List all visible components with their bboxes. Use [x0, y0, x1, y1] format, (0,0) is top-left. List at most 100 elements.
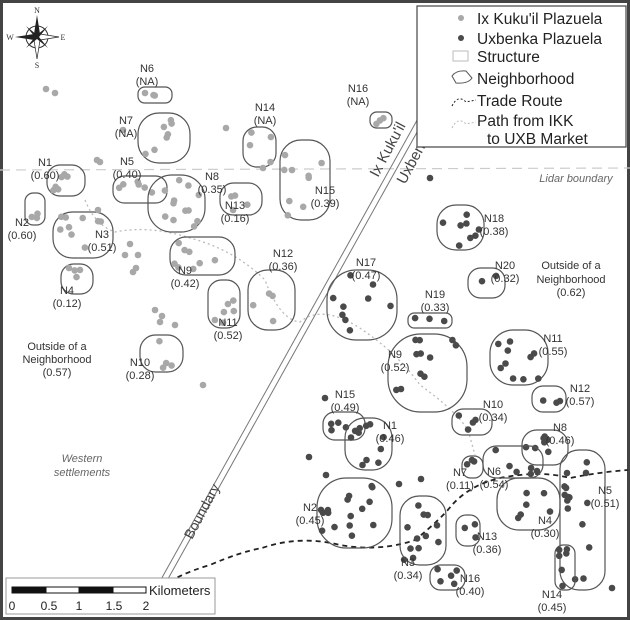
uxb-plazuela-dot	[426, 315, 433, 323]
ikk-plazuela-dot	[115, 184, 123, 192]
uxb-plazuela-dot	[506, 462, 513, 470]
ikk-neighborhood-name: N16	[348, 83, 368, 95]
uxb-plazuela-dot	[585, 544, 593, 551]
uxb-plazuela-dot	[347, 272, 354, 279]
uxb-plazuela-dot	[347, 512, 355, 520]
uxb-plazuela-dot	[509, 375, 517, 382]
legend-neighborhood: Neighborhood	[477, 71, 574, 88]
uxb-plazuela-dot	[415, 544, 422, 552]
ikk-neighborhood-value: (0.36)	[269, 261, 298, 273]
uxb-plazuela-dot	[583, 459, 591, 466]
structure-symbol-icon	[452, 50, 469, 62]
outside-value: (0.62)	[557, 287, 586, 299]
ikk-plazuela-dot	[76, 266, 84, 274]
uxb-plazuela-dot	[464, 426, 472, 433]
ikk-plazuela-dot	[230, 297, 237, 304]
uxb-plazuela-dot	[321, 394, 329, 402]
ikk-plazuela-dot	[156, 318, 164, 326]
ikk-neighborhood-value: (NA)	[136, 76, 159, 88]
uxb-plazuela-dot	[380, 433, 387, 441]
uxb-plazuela-dot	[506, 338, 514, 345]
ikk-neighborhood-name: N8	[205, 171, 219, 183]
uxb-neighborhood-name: N7	[453, 467, 467, 479]
uxb-neighborhood-outline	[399, 495, 447, 566]
uxb-neighborhood-outline	[467, 267, 506, 299]
uxb-plazuela-dot	[455, 412, 463, 419]
ikk-plazuela-dot	[181, 246, 188, 254]
outside-line-2: Neighborhood	[536, 274, 605, 286]
uxb-neighborhood-value: (0.52)	[381, 362, 410, 374]
uxb-neighborhood-value: (0.45)	[296, 515, 325, 527]
uxb-neighborhood-outline	[531, 385, 567, 413]
uxb-plazuela-dot	[377, 445, 385, 453]
site-boundary-line	[153, 87, 436, 593]
lidar-boundary-line	[0, 167, 630, 171]
uxb-neighborhood-name: N6	[487, 466, 501, 478]
uxb-neighborhood-name: N12	[570, 383, 590, 395]
ikk-plazuela-dot	[194, 217, 201, 225]
uxb-plazuela-dot	[455, 242, 463, 249]
ikk-neighborhood-value: (0.42)	[171, 278, 200, 290]
uxb-plazuela-dot	[467, 234, 474, 242]
uxb-plazuela-dot	[523, 501, 530, 509]
uxb-neighborhood-outline	[387, 333, 468, 413]
uxb-plazuela-dot	[355, 429, 363, 437]
uxb-plazuela-dot	[346, 327, 354, 334]
ikk-neighborhood-outline	[219, 182, 263, 216]
uxb-plazuela-dot	[424, 511, 432, 519]
ikk-neighborhood-outline	[207, 279, 241, 329]
ikk-neighborhood-name: N4	[60, 285, 74, 297]
uxb-neighborhood-value: (0.11)	[446, 480, 474, 492]
ikk-plazuela-dot	[171, 321, 179, 329]
ikk-neighborhood-name: N1	[38, 157, 52, 169]
ikk-neighborhood-value: (0.12)	[53, 298, 82, 310]
ikk-neighborhood-value: (NA)	[347, 96, 370, 108]
uxb-plazuela-dot	[523, 489, 530, 497]
uxb-plazuela-dot	[564, 494, 572, 501]
uxb-neighborhood-value: (0.47)	[352, 270, 381, 282]
scale-tick: 0.5	[41, 599, 58, 613]
uxb-neighborhood-name: N3	[401, 557, 415, 569]
uxb-plazuela-dot	[318, 527, 326, 534]
ikk-neighborhood-value: (0.60)	[31, 170, 60, 182]
ikk-plazuela-dot	[284, 212, 292, 219]
uxb-plazuela-dot	[472, 232, 479, 239]
ikk-neighborhood-outline	[60, 263, 94, 295]
ikk-plazuela-dot	[68, 231, 75, 238]
uxb-plazuela-dot	[582, 469, 590, 477]
uxb-plazuela-dot	[409, 554, 417, 562]
ikk-plazuela-dot	[71, 267, 78, 274]
ikk-plazuela-dot	[51, 89, 59, 97]
uxb-plazuela-dot	[463, 220, 470, 227]
ikk-plazuela-dot	[162, 359, 170, 367]
neighborhood-symbol-icon	[451, 70, 473, 84]
uxb-plazuela-dot	[449, 336, 456, 344]
uxb-plazuela-dot	[562, 484, 570, 492]
uxb-plazuela-dot	[407, 545, 414, 552]
legend-trade-route: Trade Route	[477, 93, 563, 110]
uxb-plazuela-dot	[329, 294, 337, 302]
ikk-plazuela-dot	[93, 156, 101, 164]
legend-path-line-1: Path from IKK	[477, 113, 574, 130]
ikk-neighborhood-value: (0.40)	[113, 169, 142, 181]
uxb-plazuela-dot	[400, 556, 408, 563]
compass-s: S	[35, 61, 39, 70]
uxb-neighborhood-outline	[521, 429, 569, 466]
uxb-plazuela-dot	[492, 272, 500, 280]
ikk-plazuela-dot	[65, 223, 73, 231]
ikk-neighborhood-name: N12	[273, 248, 293, 260]
ikk-neighborhood-outline	[52, 211, 114, 259]
uxb-plazuela-dot	[533, 467, 541, 475]
legend-uxb-plazuela: Uxbenka Plazuela	[477, 31, 602, 48]
ikk-plazuela-dot	[119, 126, 127, 134]
ikk-neighborhood-name: N5	[120, 156, 134, 168]
uxb-neighborhood-outline	[429, 564, 466, 591]
scale-tick: 1	[76, 599, 83, 613]
ikk-neighborhood-outline	[46, 164, 86, 197]
uxb-plazuela-dot	[608, 584, 616, 592]
uxb-plazuela-dot	[395, 480, 403, 488]
ikk-neighborhood-name: N7	[119, 115, 133, 127]
ikk-outside-label: Outside of a Neighborhood (0.57)	[22, 341, 91, 379]
